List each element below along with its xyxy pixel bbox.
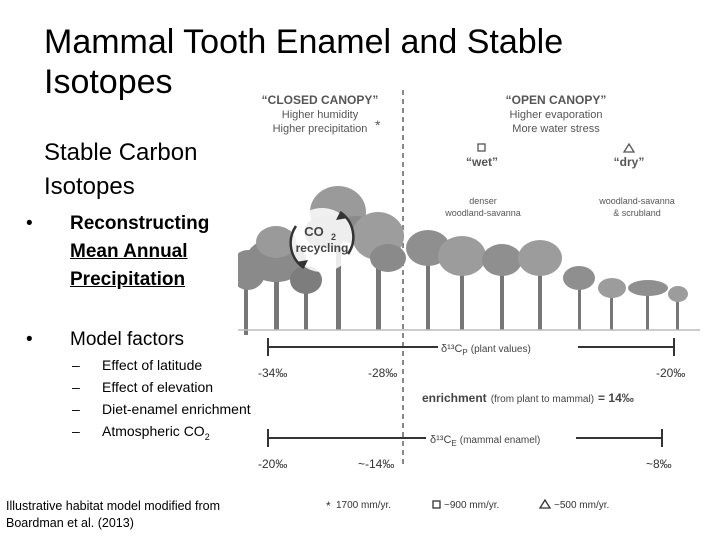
bullet-line-3: Precipitation <box>70 269 186 290</box>
tree-icon <box>518 240 562 330</box>
dash-icon: – <box>72 379 80 395</box>
list-item-text: Effect of elevation <box>102 379 214 395</box>
plant-axis-label: δ¹³CP (plant values) <box>441 343 531 357</box>
bullet-text: Model factors <box>70 329 185 350</box>
legend-star-icon: * <box>326 499 331 513</box>
enamel-right-value: ~8‰ <box>646 457 672 471</box>
plant-sub: P <box>462 348 467 357</box>
enrichment-label: enrichment (from plant to mammal) = 14‰ <box>422 391 634 405</box>
open-canopy-line-1: Higher evaporation <box>510 109 603 121</box>
denser-label-2: woodland-savanna <box>444 208 521 218</box>
list-item-text: Effect of latitude <box>102 357 203 373</box>
legend-triangle-icon <box>538 498 552 509</box>
co2-subscript: 2 <box>204 431 210 442</box>
list-item-text: Diet-enamel enrichment <box>102 401 251 417</box>
legend-900: ~900 mm/yr. <box>444 500 499 511</box>
plant-mid-value: -28‰ <box>368 366 397 380</box>
plant-right-value: -20‰ <box>656 366 685 380</box>
legend-1700: 1700 mm/yr. <box>336 500 391 511</box>
closed-canopy-title: “CLOSED CANOPY” <box>262 93 379 107</box>
bullet-icon: • <box>26 213 33 234</box>
dash-icon: – <box>72 423 80 439</box>
bullet-line-2: Mean Annual <box>70 241 188 262</box>
list-item-text: Atmospheric CO2 <box>102 420 210 448</box>
caption-line-2: Boardman et al. (2013) <box>6 516 134 530</box>
open-canopy-title: “OPEN CANOPY” <box>506 93 607 107</box>
enamel-sub: E <box>451 439 456 448</box>
enamel-mid-value: ~-14‰ <box>358 457 394 471</box>
axis-label-backdrop <box>426 432 576 446</box>
dash-icon: – <box>72 357 80 373</box>
section-heading-line-2: Isotopes <box>44 173 135 200</box>
bullet-icon: • <box>26 329 33 350</box>
dry-label: “dry” <box>614 155 645 169</box>
co2-subscript: 2 <box>331 232 336 242</box>
co2-recycling-badge <box>290 208 354 272</box>
wet-label: “wet” <box>466 155 498 169</box>
triangle-icon <box>622 142 636 153</box>
dash-icon: – <box>72 401 80 417</box>
caption-line-1: Illustrative habitat model modified from <box>6 499 220 513</box>
enamel-left-value: -20‰ <box>258 457 287 471</box>
legend-square-icon <box>432 500 441 509</box>
bullet-text: Reconstructing Mean Annual Precipitation <box>70 210 240 294</box>
section-heading-line-1: Stable Carbon <box>44 139 198 166</box>
tree-icon <box>628 280 668 330</box>
co2-label: CO <box>304 224 324 239</box>
tree-icon <box>668 286 688 330</box>
plant-left-value: -34‰ <box>258 366 287 380</box>
tree-icon <box>238 250 266 335</box>
denser-label-1: denser <box>469 196 497 206</box>
co2-text: Atmospheric CO <box>102 423 205 439</box>
closed-canopy-line-1: Higher humidity <box>282 109 359 121</box>
tree-icon <box>563 266 595 330</box>
arrowhead-icon <box>336 212 348 220</box>
tree-icon <box>290 266 322 330</box>
square-icon <box>477 143 486 152</box>
enrichment-value: = 14‰ <box>598 391 634 405</box>
closed-canopy-line-2: Higher precipitation <box>273 123 368 135</box>
enrichment-bold: enrichment <box>422 391 487 405</box>
legend-500: ~500 mm/yr. <box>554 500 609 511</box>
open-canopy-trees <box>406 230 688 330</box>
tree-icon <box>482 244 522 330</box>
habitat-model-figure: “CLOSED CANOPY” Higher humidity Higher p… <box>238 90 700 513</box>
tree-icon <box>352 212 406 330</box>
tree-icon <box>438 236 486 330</box>
plant-delta: δ¹³C <box>441 343 462 355</box>
scrub-label-1: woodland-savanna <box>598 196 675 206</box>
star-icon: * <box>375 117 381 133</box>
scrub-label-2: & scrubland <box>613 208 661 218</box>
enamel-note: (mammal enamel) <box>460 435 541 446</box>
section-heading: Stable Carbon Isotopes <box>44 136 197 204</box>
slide-title: Mammal Tooth Enamel and Stable Isotopes <box>44 23 564 101</box>
figure-caption: Illustrative habitat model modified from… <box>6 498 256 532</box>
recycling-label: recycling <box>296 241 349 255</box>
tree-icon <box>598 278 626 330</box>
plant-note: (plant values) <box>471 344 531 355</box>
arrowhead-icon <box>296 260 308 268</box>
enrichment-note: (from plant to mammal) <box>491 394 594 405</box>
bullet-line-1: Reconstructing <box>70 213 210 234</box>
enamel-axis-label: δ¹³CE (mammal enamel) <box>430 434 540 448</box>
axis-label-backdrop <box>438 341 578 355</box>
open-canopy-line-2: More water stress <box>512 123 600 135</box>
enamel-delta: δ¹³C <box>430 434 451 446</box>
